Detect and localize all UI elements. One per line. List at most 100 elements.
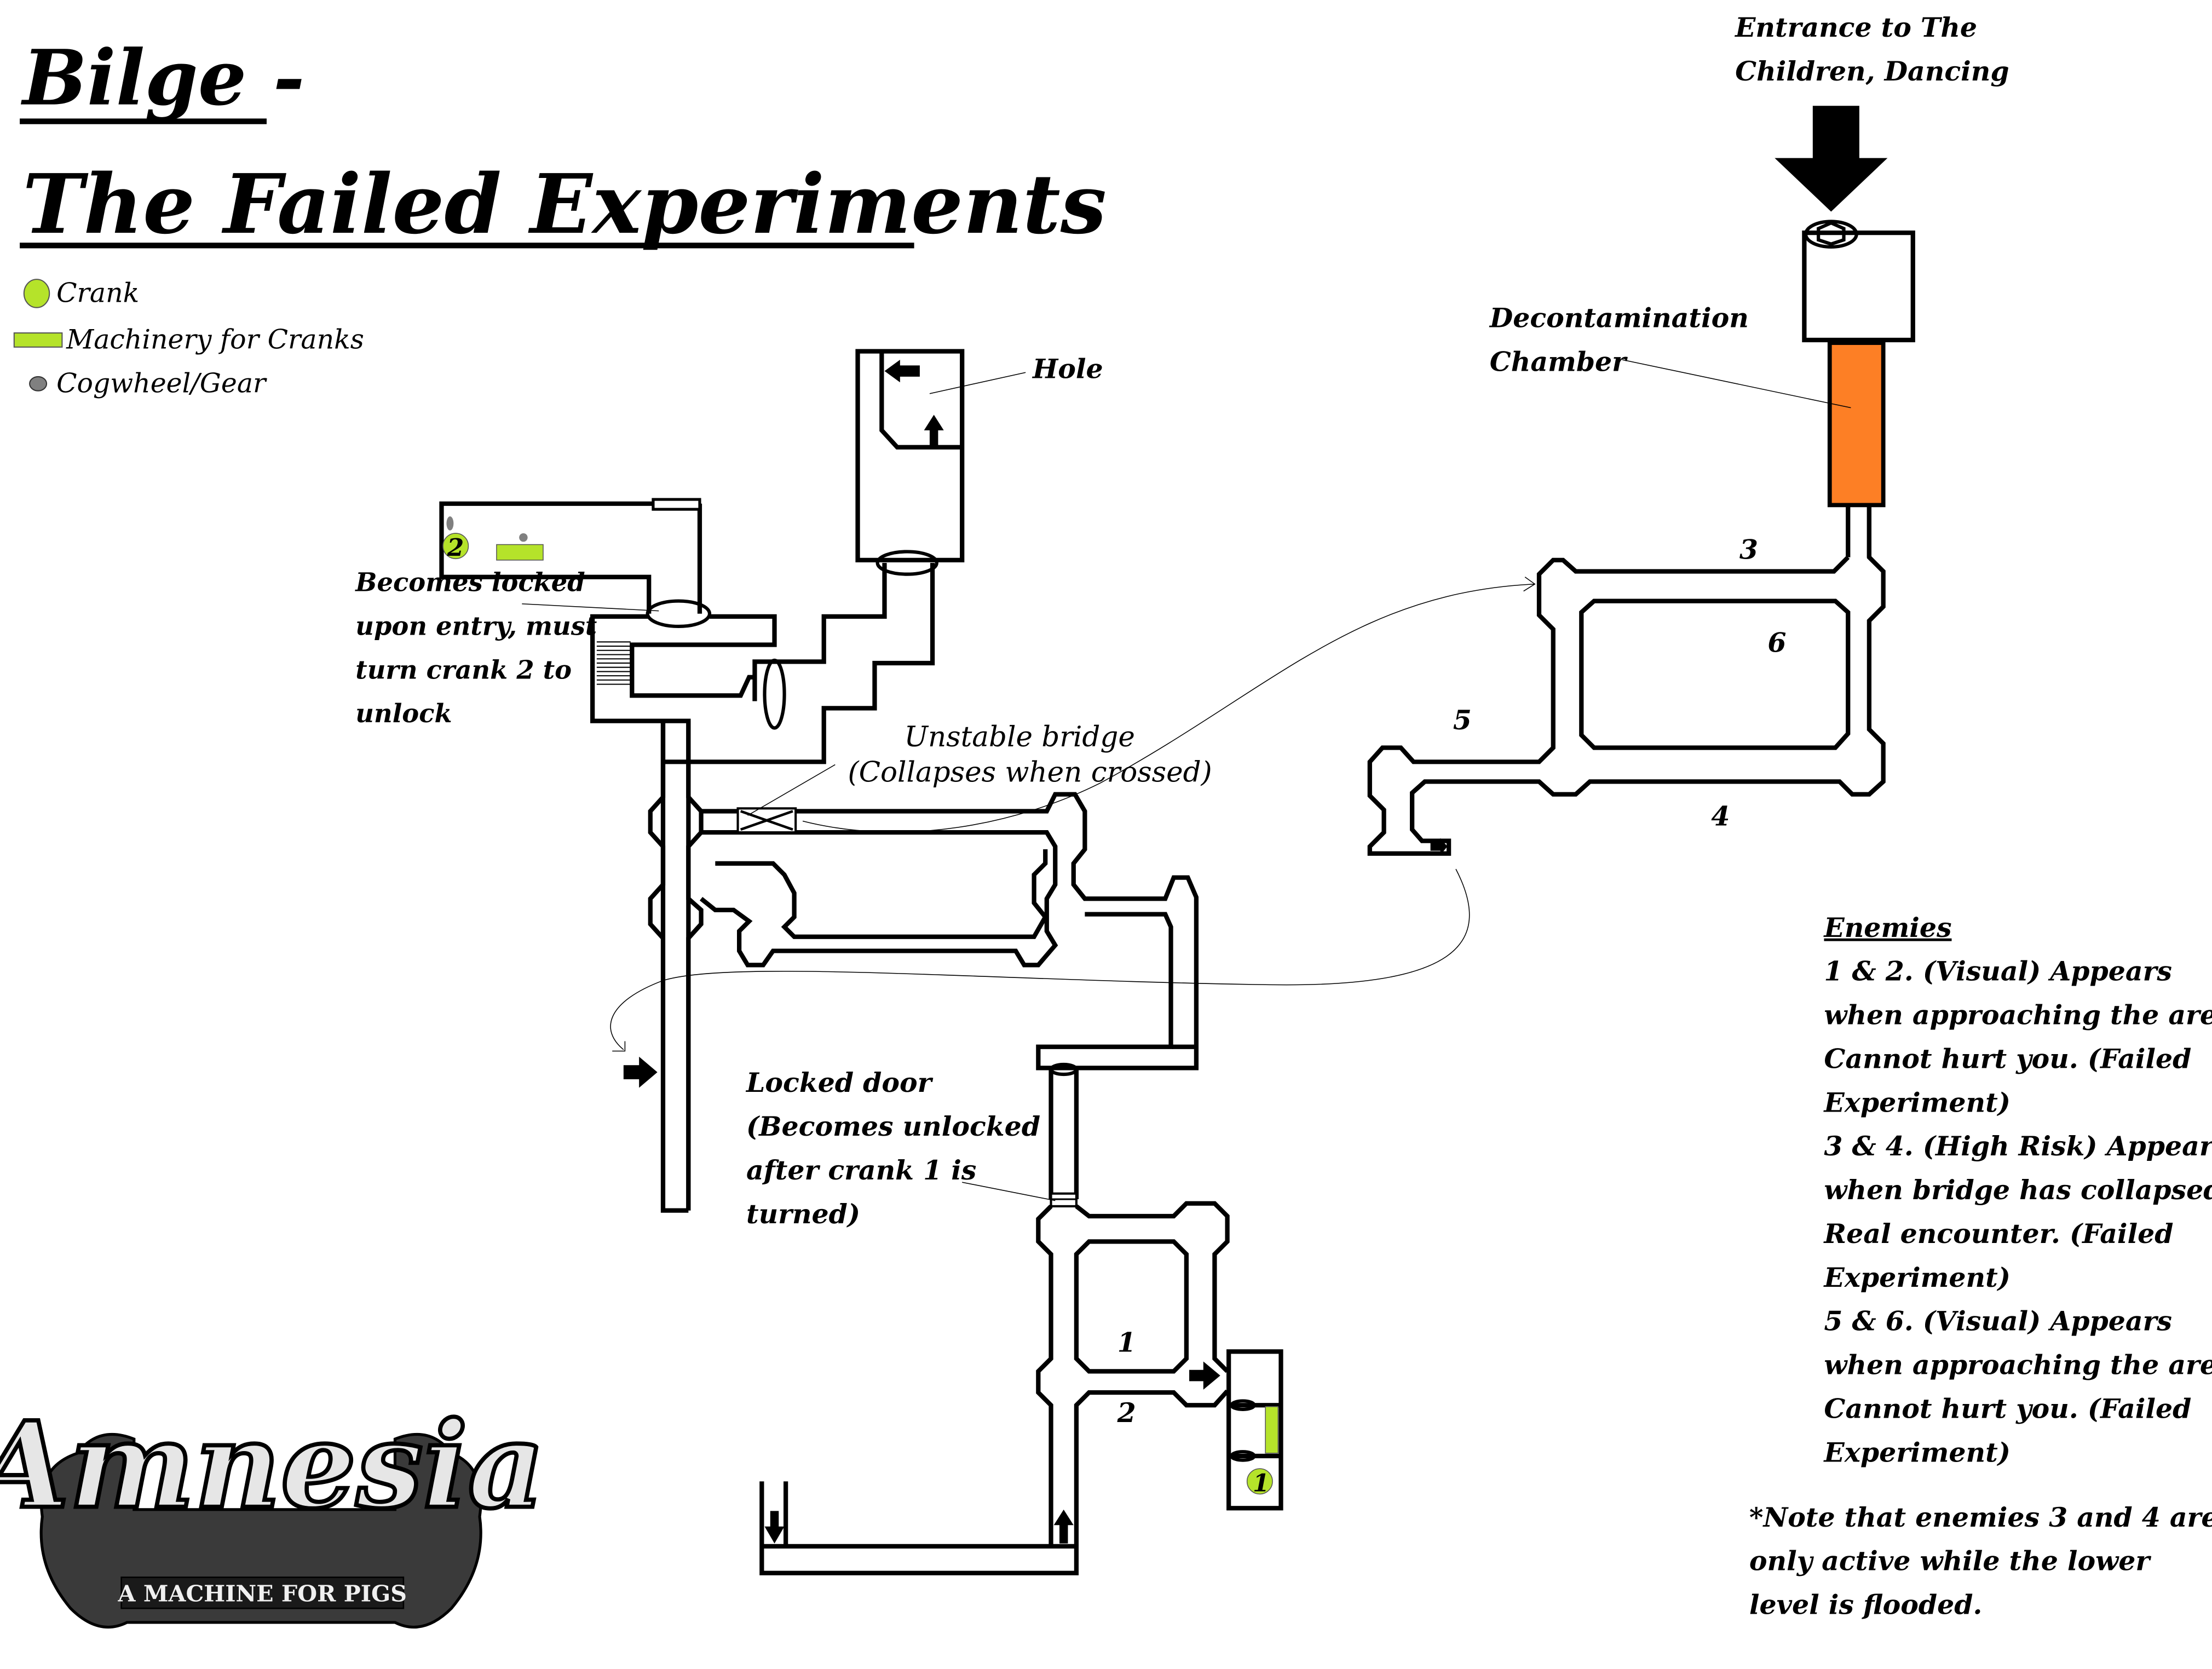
title-underline-1 — [20, 118, 267, 124]
crank-2[interactable] — [442, 533, 469, 560]
entrance-area: Entrance to The Children, Dancing Decont… — [1489, 11, 2009, 557]
room-1-block — [1074, 1239, 1189, 1374]
enemy-marker-5: 5 — [1453, 704, 1472, 736]
legend-item-crank: Crank — [23, 277, 139, 308]
logo-title: Amnesia — [0, 1396, 545, 1535]
enemy-marker-6: 6 — [1767, 626, 1786, 658]
connector-arrowhead-icon — [1523, 577, 1536, 592]
locked-door-label-line-4: turned) — [746, 1198, 860, 1230]
crank-2-room-grate[interactable] — [652, 498, 701, 511]
arrow-up-icon — [924, 415, 944, 447]
long-corridor-left — [660, 721, 689, 1213]
game-logo: Amnesia A MACHINE FOR PIGS — [0, 1394, 547, 1629]
crank-1-room-door[interactable] — [1230, 1450, 1256, 1462]
lower-loop-bottom-wall — [1074, 1389, 1229, 1546]
enemies-line: Experiment) — [1823, 1086, 2010, 1118]
enemies-line: Experiment) — [1823, 1262, 2010, 1293]
j-room-door[interactable] — [763, 658, 786, 730]
enemies-line: when bridge has collapsed. — [1824, 1174, 2212, 1206]
legend-label-crank: Crank — [56, 277, 139, 308]
right-complex-walls — [1367, 505, 1886, 856]
enemy-marker-1: 1 — [1117, 1326, 1136, 1358]
lower-connector — [1036, 912, 1199, 1071]
crank-1-room[interactable] — [1226, 1349, 1283, 1511]
crank-2-machinery[interactable] — [496, 544, 544, 561]
j-room-outer-left — [590, 614, 691, 1211]
decon-label-line-1: Decontamination — [1489, 302, 1749, 334]
map-title: Bilge - The Failed Experiments — [20, 33, 1107, 252]
enemies-line: when approaching the area. — [1824, 999, 2212, 1031]
arrow-right-icon — [1189, 1361, 1220, 1390]
hatch-valve-icon — [1817, 221, 1846, 246]
entrance-arrow-down-icon — [1775, 106, 1888, 212]
enemies-line: Experiment) — [1823, 1436, 2010, 1468]
pipe-top-door[interactable] — [1049, 1062, 1078, 1077]
arrow-up-icon — [1053, 1509, 1074, 1544]
decontamination-chamber[interactable] — [1827, 341, 1886, 508]
enemies-legend: Enemies 1 & 2. (Visual) Appears when app… — [1749, 912, 2212, 1621]
arrow-right-icon — [623, 1056, 658, 1088]
locked-door-label-line-1: Locked door — [745, 1067, 934, 1098]
entrance-room[interactable] — [1802, 231, 1915, 343]
hole-room-outline[interactable] — [855, 349, 965, 562]
enemies-line: Cannot hurt you. (Failed — [1824, 1043, 2191, 1074]
logo-subtitle: A MACHINE FOR PIGS — [118, 1580, 407, 1607]
locked-door-label-line-2: (Becomes unlocked — [746, 1110, 1040, 1142]
j-room-inner — [630, 614, 777, 698]
lower-complex: Locked door (Becomes unlocked after cran… — [745, 1062, 1283, 1575]
entrance-label-line-2: Children, Dancing — [1735, 55, 2009, 87]
crank-1-machinery[interactable] — [1265, 1406, 1279, 1454]
connector-arrowhead-icon — [612, 1041, 626, 1052]
exit-arrow-right-icon — [1430, 838, 1448, 855]
title-line-1: Bilge - — [20, 33, 304, 123]
enemies-line: 5 & 6. (Visual) Appears — [1824, 1305, 2171, 1337]
room-6-block — [1579, 598, 1851, 750]
decon-label-line-2: Chamber — [1490, 346, 1628, 378]
right-complex: 3 4 5 6 — [1367, 505, 1886, 856]
locked-room-label-line-3: turn crank 2 to — [355, 654, 572, 684]
legend-label-cogwheel: Cogwheel/Gear — [56, 367, 267, 399]
machinery-icon — [13, 332, 63, 348]
crank-2-room-door[interactable] — [646, 599, 712, 629]
enemies-note-line: level is flooded. — [1749, 1589, 1983, 1621]
legend-label-machinery: Machinery for Cranks — [66, 324, 364, 355]
upper-loop-inner — [699, 830, 1058, 968]
legend: Crank Machinery for Cranks Cogwheel/Gear — [13, 277, 364, 399]
enemies-line: 1 & 2. (Visual) Appears — [1824, 956, 2171, 987]
enemy-marker-3: 3 — [1739, 533, 1758, 565]
bridge-label-line-2: (Collapses when crossed) — [848, 756, 1212, 789]
cogwheel-icon[interactable] — [519, 533, 528, 542]
crank-1-room-door[interactable] — [1230, 1399, 1256, 1412]
legend-item-cogwheel: Cogwheel/Gear — [29, 367, 267, 399]
stair-corridor-right-wall — [663, 563, 935, 764]
enemy-marker-4: 4 — [1711, 800, 1730, 832]
locked-door-leader-line — [962, 1182, 1056, 1201]
legend-item-machinery: Machinery for Cranks — [13, 324, 364, 355]
connector-curve-bridge-to-room-3 — [802, 583, 1535, 833]
cogwheel-icon[interactable] — [446, 516, 454, 531]
hole-leader-line — [929, 372, 1026, 394]
crank-icon — [23, 279, 50, 308]
crank-2-label: 2 — [447, 534, 464, 562]
lower-basin — [759, 1481, 1079, 1575]
locked-door-label-line-3: after crank 1 is — [746, 1154, 976, 1186]
upper-loop-outer — [701, 792, 1199, 1049]
crank-1-label: 1 — [1253, 1469, 1269, 1497]
bridge-leader-line — [747, 764, 836, 816]
title-underline-2 — [20, 243, 914, 249]
connector-curve-room-5-to-corridor — [610, 868, 1470, 1050]
lower-loop-left-wall — [1036, 1204, 1053, 1546]
stair-corridor-left-wall — [752, 563, 887, 701]
crank-1[interactable] — [1246, 1468, 1273, 1495]
decon-leader-line — [1622, 359, 1851, 408]
title-line-2: The Failed Experiments — [22, 157, 1107, 252]
locked-room-label-line-4: unlock — [355, 698, 452, 728]
crank-2-room: 2 Becomes locked upon entry, must turn c… — [354, 498, 712, 728]
hole-room-door[interactable] — [875, 550, 938, 576]
hole-room: Hole — [855, 349, 1103, 576]
lower-loop-inner — [715, 849, 1049, 939]
enemies-line: Real encounter. (Failed — [1823, 1218, 2173, 1250]
cogwheel-icon — [29, 376, 48, 392]
corridor-left-wall — [648, 721, 666, 940]
